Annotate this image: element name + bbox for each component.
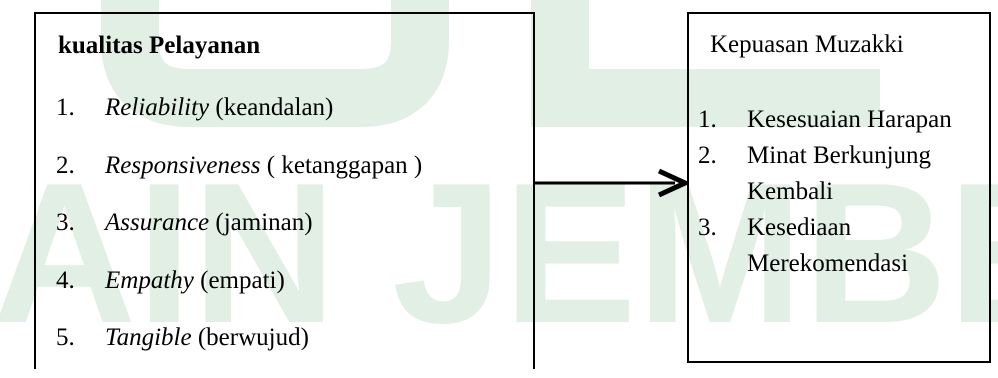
right-arrow-icon <box>535 168 687 198</box>
list-item: 1.Reliability (keandalan) <box>56 94 334 121</box>
kepuasan-muzakki-list: 1.Kesesuaian Harapan 2.Minat Berkunjung … <box>698 102 979 282</box>
item-term: Assurance <box>105 209 210 236</box>
list-item: 2.Minat Berkunjung Kembali <box>698 138 979 210</box>
watermark: AIN JEMBER <box>0 0 998 365</box>
list-item: 4.Empathy (empati) <box>56 266 285 294</box>
kepuasan-muzakki-box: Kepuasan Muzakki 1.Kesesuaian Harapan 2.… <box>687 12 991 363</box>
list-item: 5.Tangible (berwujud) <box>56 324 309 351</box>
list-item: 1.Kesesuaian Harapan <box>698 102 979 138</box>
item-term: Empathy <box>105 266 194 294</box>
item-term: Responsiveness <box>105 151 261 179</box>
item-term: Tangible <box>105 324 192 351</box>
item-text: Kesediaan Merekomendasi <box>747 214 909 277</box>
item-text: Kesesuaian Harapan <box>747 106 952 133</box>
right-box-title: Kepuasan Muzakki <box>710 31 904 58</box>
item-desc: (jaminan) <box>209 209 313 236</box>
watermark-text: AIN JEMBER <box>0 142 998 365</box>
item-desc: (empati) <box>193 266 285 294</box>
item-text: Minat Berkunjung Kembali <box>747 142 932 205</box>
list-item: 3.Kesediaan Merekomendasi <box>698 210 979 282</box>
left-box-title: kualitas Pelayanan <box>58 32 261 59</box>
watermark-logo-shape <box>101 0 880 127</box>
kualitas-pelayanan-list: 1.Reliability (keandalan) 2.Responsivene… <box>56 90 422 378</box>
kualitas-pelayanan-box: kualitas Pelayanan 1.Reliability (keanda… <box>34 12 535 369</box>
list-item: 3.Assurance (jaminan) <box>56 209 313 236</box>
item-desc: (keandalan) <box>209 94 334 121</box>
list-item: 2.Responsiveness ( ketanggapan ) <box>56 151 423 179</box>
item-desc: (berwujud) <box>191 324 309 351</box>
item-term: Reliability <box>105 94 210 121</box>
item-desc: ( ketanggapan ) <box>260 151 423 179</box>
